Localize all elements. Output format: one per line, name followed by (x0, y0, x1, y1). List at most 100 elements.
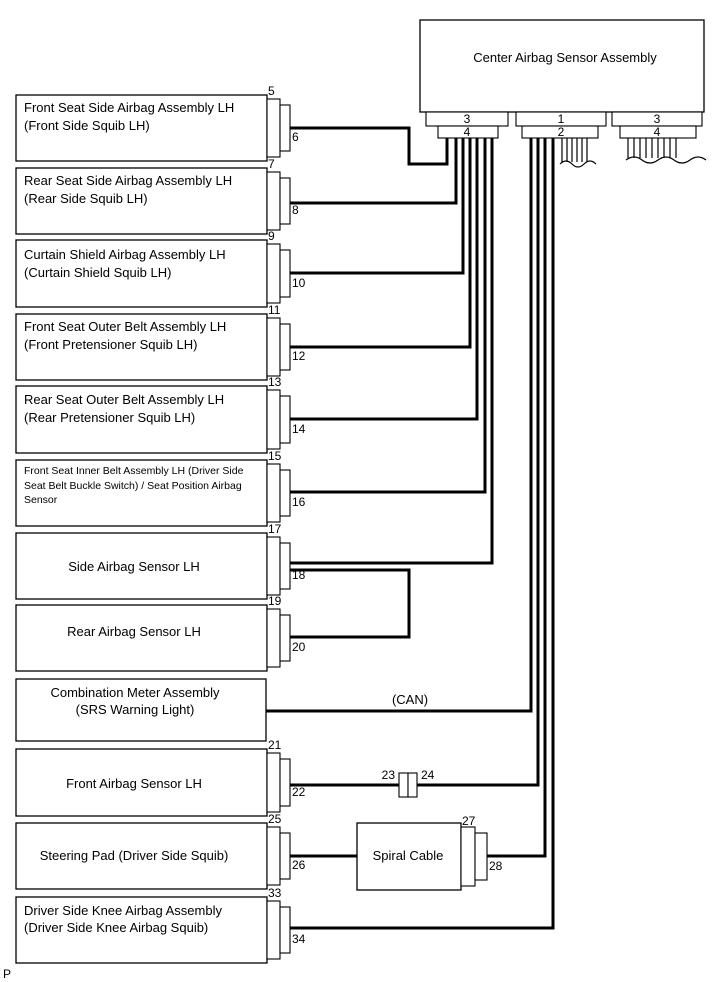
can-label: (CAN) (392, 692, 428, 707)
pin-number: 23 (382, 768, 396, 782)
component-label: Steering Pad (Driver Side Squib) (40, 848, 229, 863)
component-label: (Front Side Squib LH) (24, 118, 150, 133)
component-label: Front Seat Outer Belt Assembly LH (24, 319, 226, 334)
ecu-label: Center Airbag Sensor Assembly (473, 50, 657, 65)
pin-number: 5 (268, 84, 275, 98)
component-label: (Rear Side Squib LH) (24, 191, 148, 206)
pin-number: 13 (268, 375, 282, 389)
pin-number: 27 (462, 814, 476, 828)
connector-plug (279, 177, 291, 225)
harness-wire (290, 138, 494, 565)
ecu-connector-inner (437, 125, 499, 139)
spiral-cable-box (356, 822, 462, 891)
pin-number: 14 (292, 422, 306, 436)
harness-wire (290, 138, 472, 349)
connector-plug (279, 832, 291, 880)
component-label: Front Seat Inner Belt Assembly LH (Drive… (24, 465, 244, 477)
component-label: Combination Meter Assembly (50, 685, 220, 700)
component-box (15, 604, 268, 672)
connector-plug (279, 249, 291, 298)
component-box (15, 94, 268, 162)
component-label: (Driver Side Knee Airbag Squib) (24, 920, 208, 935)
harness-wires (266, 126, 707, 930)
component-box (15, 385, 268, 454)
connector-plug (279, 104, 291, 152)
diagram-labels: Front Seat Side Airbag Assembly LH (Front… (3, 50, 661, 981)
harness-wire (290, 138, 555, 930)
wire-stub (559, 160, 597, 168)
pin-number: 19 (268, 594, 282, 608)
pin-number: 9 (268, 229, 275, 243)
pin-number: 10 (292, 276, 306, 290)
ecu-connector-inner (521, 125, 599, 139)
harness-wire (417, 138, 540, 787)
connector-body (266, 826, 281, 886)
pin-number: 11 (268, 303, 281, 317)
pin-number: 15 (268, 449, 282, 463)
component-label: Curtain Shield Airbag Assembly LH (24, 247, 226, 262)
harness-wire (290, 138, 487, 494)
connector-body (266, 463, 281, 523)
component-box (15, 167, 268, 235)
component-box (15, 239, 268, 308)
spiral-cable-label: Spiral Cable (373, 848, 444, 863)
component-label: Front Airbag Sensor LH (66, 776, 202, 791)
pin-number: 24 (421, 768, 435, 782)
ecu-pin-number: 3 (464, 112, 471, 126)
pin-number: 17 (268, 522, 282, 536)
connector-body (266, 171, 281, 231)
component-label: Rear Seat Outer Belt Assembly LH (24, 392, 224, 407)
connector-body (266, 900, 281, 960)
pin-number: 6 (292, 130, 299, 144)
pin-number: 33 (268, 886, 282, 900)
pin-number: 22 (292, 785, 306, 799)
center-airbag-sensor-assembly (419, 19, 705, 139)
component-boxes (15, 94, 488, 964)
pin-number: 8 (292, 203, 299, 217)
component-label: (Rear Pretensioner Squib LH) (24, 410, 195, 425)
harness-wire (290, 568, 411, 639)
wire-stub (625, 156, 707, 164)
pin-number: 21 (268, 738, 282, 752)
harness-wire (290, 138, 465, 275)
connector-body (266, 536, 281, 596)
component-label: Front Seat Side Airbag Assembly LH (24, 100, 234, 115)
component-label: Sensor (24, 494, 58, 506)
connector-plug (279, 542, 291, 590)
connector-body (266, 389, 281, 450)
harness-wire (266, 138, 533, 713)
pin-number: 34 (292, 932, 306, 946)
inline-connector-right (407, 772, 418, 798)
component-box (15, 678, 267, 742)
ecu-box (419, 19, 705, 113)
pin-number: 25 (268, 812, 282, 826)
harness-wire (290, 126, 449, 166)
harness-wire (290, 138, 458, 205)
connector-plug (279, 395, 291, 444)
pin-number: 20 (292, 640, 306, 654)
pin-number: 18 (292, 568, 306, 582)
pin-number: 28 (489, 859, 503, 873)
inline-connector-left (398, 772, 409, 798)
component-label: Seat Belt Buckle Switch) / Seat Position… (24, 480, 242, 492)
connector-body (266, 243, 281, 304)
connector-body (266, 98, 281, 158)
component-label: Side Airbag Sensor LH (68, 559, 200, 574)
component-box (15, 459, 268, 527)
component-label: Driver Side Knee Airbag Assembly (24, 903, 222, 918)
component-box (15, 748, 268, 817)
connector-body (266, 608, 281, 668)
component-label: (Curtain Shield Squib LH) (24, 265, 171, 280)
pin-number: 16 (292, 495, 306, 509)
component-label: Rear Seat Side Airbag Assembly LH (24, 173, 232, 188)
ecu-pin-number: 4 (654, 125, 661, 139)
component-label: (Front Pretensioner Squib LH) (24, 337, 197, 352)
connector-body (460, 826, 476, 887)
component-box (15, 896, 268, 964)
pin-number: 12 (292, 349, 306, 363)
component-box (15, 532, 268, 600)
connector-body (266, 752, 281, 813)
connector-plug (279, 323, 291, 371)
corner-mark: P (3, 967, 11, 981)
harness-wire (487, 138, 547, 858)
